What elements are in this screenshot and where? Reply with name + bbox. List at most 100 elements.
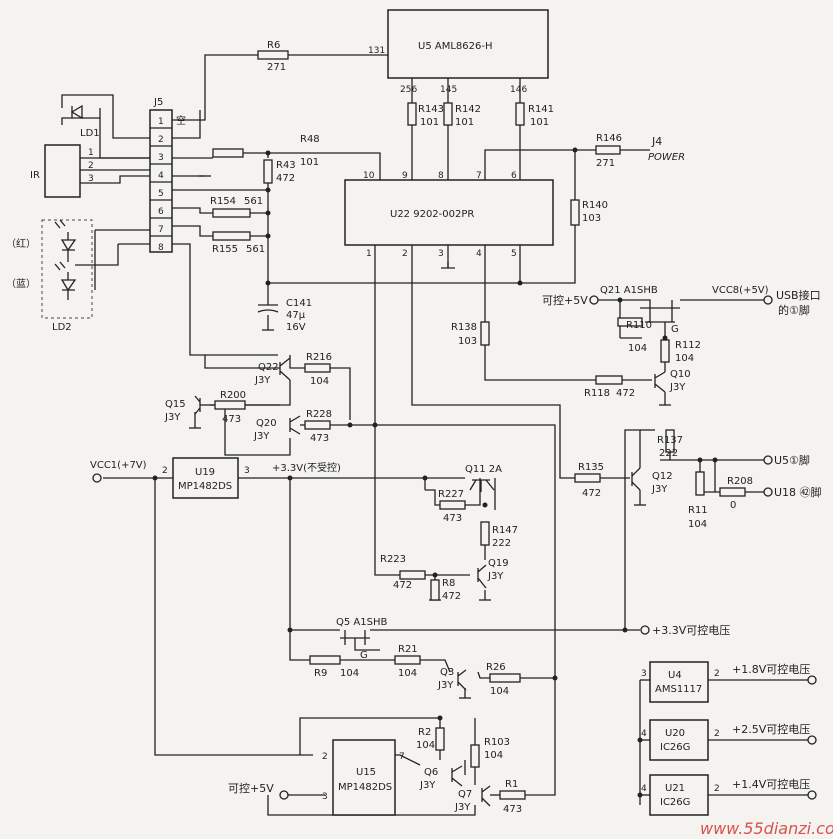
pin-num: 2 bbox=[88, 161, 94, 171]
u15-label-b: MP1482DS bbox=[338, 782, 392, 793]
r143-val: 101 bbox=[420, 117, 439, 128]
pin-num: 131 bbox=[368, 46, 385, 56]
u22-label: U22 9202-002PR bbox=[390, 209, 474, 220]
r8-val: 472 bbox=[442, 591, 461, 602]
u5-pin-label: U5①脚 bbox=[774, 453, 810, 467]
r118-label: R118 bbox=[584, 388, 610, 399]
r112-ref: R112 bbox=[675, 340, 701, 351]
q6-type: J3Y bbox=[419, 780, 436, 791]
pin-num: 5 bbox=[158, 189, 164, 199]
r146-ref: R146 bbox=[596, 133, 622, 144]
pin-num: 8 bbox=[438, 171, 444, 181]
c141-ref: C141 bbox=[286, 298, 312, 309]
vcc1-label: VCC1(+7V) bbox=[90, 460, 147, 471]
terminals bbox=[92, 295, 817, 800]
pin-num: 3 bbox=[322, 792, 328, 802]
v33-unswitched-label: +3.3V(不受控) bbox=[272, 461, 341, 474]
v14-label: +1.4V可控电压 bbox=[732, 777, 810, 791]
r110-ref: R110 bbox=[626, 320, 652, 331]
r141-ref: R141 bbox=[528, 104, 554, 115]
pin-num: 6 bbox=[511, 171, 517, 181]
pin-num: 7 bbox=[158, 225, 164, 235]
q21-label: Q21 A1SHB bbox=[600, 285, 658, 296]
q5-label: Q5 A1SHB bbox=[336, 617, 387, 628]
pin-num: 2 bbox=[714, 729, 720, 739]
component-labels: R6 271 R48 101 R43 472 R143 101 R142 101… bbox=[6, 40, 753, 815]
u15-box bbox=[332, 739, 396, 816]
r140-val: 103 bbox=[582, 213, 601, 224]
u20-label-b: IC26G bbox=[660, 742, 690, 753]
r43-ref: R43 bbox=[276, 160, 296, 171]
j4-label: J4 bbox=[651, 135, 662, 148]
q3-ref: Q3 bbox=[440, 667, 454, 678]
r137-val: 222 bbox=[659, 448, 678, 459]
pin-num: 4 bbox=[476, 249, 482, 259]
q22-type: J3Y bbox=[254, 375, 271, 386]
r26-val: 104 bbox=[490, 686, 509, 697]
r9-val: 104 bbox=[340, 668, 359, 679]
v33-switched-label: +3.3V可控电压 bbox=[652, 623, 730, 637]
r227-ref: R227 bbox=[438, 489, 464, 500]
r26-ref: R26 bbox=[486, 662, 506, 673]
q12-ref: Q12 bbox=[652, 471, 673, 482]
r48-ref: R48 bbox=[300, 134, 320, 145]
q20-ref: Q20 bbox=[256, 418, 277, 429]
r11-ref: R11 bbox=[688, 505, 708, 516]
pin-num: 7 bbox=[399, 752, 405, 762]
pin-num: 256 bbox=[400, 85, 417, 95]
r11-val: 104 bbox=[688, 519, 707, 530]
signal-labels: J4 POWER 可控+5V VCC8(+5V) USB接口 的①脚 U5①脚 … bbox=[90, 135, 822, 795]
pin-num: 1 bbox=[158, 117, 164, 127]
r147-ref: R147 bbox=[492, 525, 518, 536]
power-label: POWER bbox=[648, 152, 685, 163]
u22-box bbox=[344, 179, 554, 246]
r112-val: 104 bbox=[675, 353, 694, 364]
r137-ref: R137 bbox=[657, 435, 683, 446]
u5-box bbox=[387, 9, 549, 79]
r103-val: 104 bbox=[484, 750, 503, 761]
ld1-label: LD1 bbox=[80, 128, 100, 139]
u20-box bbox=[649, 719, 709, 761]
led-blue-label: （蓝） bbox=[6, 278, 36, 290]
r200-val: 473 bbox=[222, 414, 241, 425]
pin-num: 3 bbox=[438, 249, 444, 259]
r227-val: 473 bbox=[443, 513, 462, 524]
r103-ref: R103 bbox=[484, 737, 510, 748]
r216-ref: R216 bbox=[306, 352, 332, 363]
r48-val: 101 bbox=[300, 157, 319, 168]
r110-val: 104 bbox=[628, 343, 647, 354]
q7-type: J3Y bbox=[454, 802, 471, 813]
r143-ref: R143 bbox=[418, 104, 444, 115]
r147-val: 222 bbox=[492, 538, 511, 549]
r43-val: 472 bbox=[276, 173, 295, 184]
r6-ref: R6 bbox=[267, 40, 280, 51]
ic-boxes bbox=[41, 9, 709, 816]
u19-box bbox=[172, 457, 239, 499]
r141-val: 101 bbox=[530, 117, 549, 128]
r216-val: 104 bbox=[310, 376, 329, 387]
pin-num: 1 bbox=[366, 249, 372, 259]
v25-label: +2.5V可控电压 bbox=[732, 722, 810, 736]
r208-ref: R208 bbox=[727, 476, 753, 487]
junctions bbox=[152, 147, 718, 798]
j5-label: J5 bbox=[153, 97, 163, 108]
pin-num: 4 bbox=[641, 784, 647, 794]
r208-val: 0 bbox=[730, 500, 736, 511]
ic-labels: U5 AML8626-H U22 9202-002PR U19 MP1482DS… bbox=[153, 41, 702, 808]
r9-label: R9 bbox=[314, 668, 327, 679]
r154-val: 561 bbox=[244, 196, 263, 207]
pin-num: 7 bbox=[476, 171, 482, 181]
u4-label-a: U4 bbox=[668, 670, 682, 681]
u4-box bbox=[649, 661, 709, 703]
pin-num: 146 bbox=[510, 85, 527, 95]
c141-volt: 16V bbox=[286, 322, 306, 333]
q3-type: J3Y bbox=[437, 680, 454, 691]
c141-val: 47μ bbox=[286, 310, 306, 321]
led-red-label: （红） bbox=[6, 237, 36, 250]
q15-type: J3Y bbox=[164, 412, 181, 423]
q15-ref: Q15 bbox=[165, 399, 186, 410]
pin-num: 3 bbox=[88, 174, 94, 184]
vcc8-label: VCC8(+5V) bbox=[712, 285, 769, 296]
r142-ref: R142 bbox=[455, 104, 481, 115]
